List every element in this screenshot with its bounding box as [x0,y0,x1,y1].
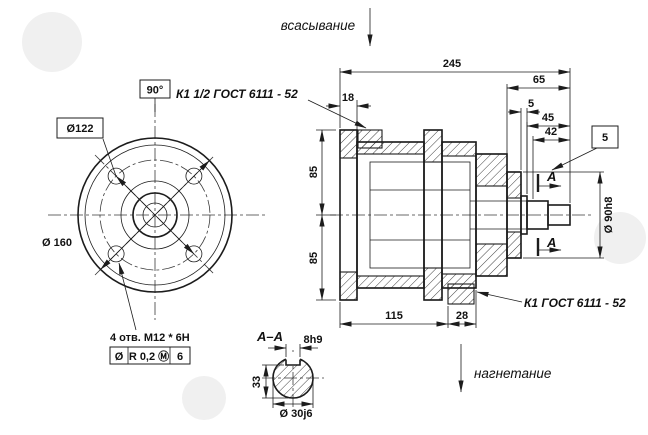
dim-65-label: 65 [533,74,545,86]
dim-33: 33 [251,364,288,399]
dim-30j6-label: Ø 30j6 [279,408,312,420]
dim-bolt-circle-diameter: Ø122 [56,117,195,255]
dim-85-bottom: 85 [308,214,336,301]
flow-labels: всасывание нагнетание [281,8,551,393]
tolerance-datum: 6 [177,351,183,363]
suction-label: всасывание [281,18,355,33]
datum-box [591,125,619,149]
discharge-label: нагнетание [474,366,551,381]
datum-callout: 5 [551,125,619,171]
dim-18: 18 [326,92,371,140]
dim-5-label: 5 [528,98,534,110]
shaft-tip [547,204,571,226]
outer-dia-label: Ø 160 [42,237,72,249]
dim-8h9: 8h9 [268,334,322,357]
bolt-circle-dia-box [56,117,104,139]
dim-115: 115 [339,302,449,328]
thread-callout-top: К1 1/2 ГОСТ 6111 - 52 [176,87,367,129]
holes-callout: 4 отв. М12 * 6H Ø R 0,2 Ⓜ 6 [109,262,191,365]
datum-box-label: 5 [602,132,608,144]
dim-45: 45 [526,112,571,194]
section-view: 245 65 18 5 45 [176,58,626,328]
section-arrow-top-label: А [546,169,556,184]
dim-245-label: 245 [443,58,461,70]
watermark [22,12,646,420]
flange-outer-circle [77,137,233,293]
dim-28-label: 28 [456,310,468,322]
dim-28: 28 [447,290,477,328]
keyway [285,359,301,366]
dim-30j6: Ø 30j6 [272,380,314,420]
dim-85-top-label: 85 [308,166,320,178]
dim-33-label: 33 [251,376,263,388]
angle-label: 90° [147,85,164,97]
discharge-port [447,283,475,305]
dim-18-label: 18 [342,92,354,104]
dim-42-label: 42 [545,126,557,138]
bolt-circle-dia-label: Ø122 [67,123,94,135]
tolerance-symbol: Ø [115,351,124,363]
dim-90h8: Ø 90h8 [523,171,615,259]
detail-section-aa: А–А 8h9 33 Ø 30j6 [251,329,324,420]
holes-note: 4 отв. М12 * 6H [110,332,190,344]
dim-115-label: 115 [385,310,403,322]
thread-top-label: К1 1/2 ГОСТ 6111 - 52 [176,87,298,101]
angle-box [139,79,171,99]
thread-callout-bottom: К1 ГОСТ 6111 - 52 [476,291,626,310]
bolt-circle [99,159,211,271]
front-view: Ø 160 Ø122 90° 4 отв. М12 * 6H Ø R 0,2 Ⓜ… [42,79,266,365]
dim-85-top: 85 [308,129,336,216]
dim-42: 42 [532,126,571,199]
section-title: А–А [256,329,283,344]
dim-45-label: 45 [542,112,554,124]
dim-85-bottom-label: 85 [308,252,320,264]
angle-callout: 90° [139,79,171,112]
dim-90h8-label: Ø 90h8 [603,197,615,234]
tolerance-value: R 0,2 Ⓜ [129,349,169,363]
section-plane-a: А А [536,169,562,256]
section-arrow-bottom-label: А [546,235,556,250]
thread-bottom-label: К1 ГОСТ 6111 - 52 [524,296,626,310]
dim-8h9-label: 8h9 [304,334,323,346]
dim-65: 65 [506,74,571,170]
